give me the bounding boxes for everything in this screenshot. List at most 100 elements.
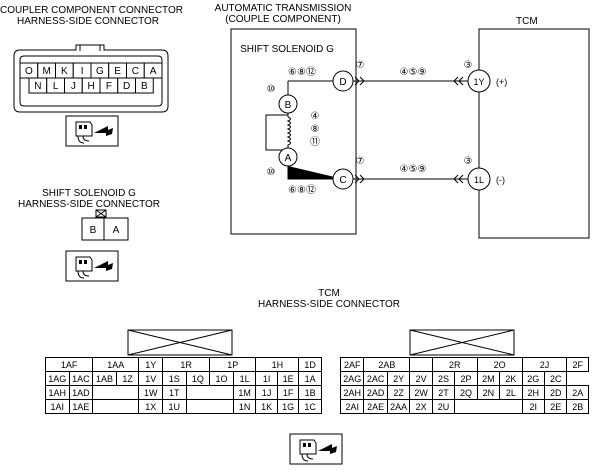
blank-cell (567, 372, 589, 386)
pin-cell: 1Q (185, 371, 211, 386)
circ-coil-2: ⑧ (311, 124, 320, 135)
pin-cell: 2AD (363, 385, 388, 400)
pin-cell: 1L (232, 371, 257, 386)
pin-cell: 1G (276, 399, 300, 414)
pin-cell: 1AI (45, 399, 70, 414)
pin-cell: 1AC (68, 371, 94, 386)
shift-solenoid-label: SHIFT SOLENOID G (240, 44, 334, 55)
pin-cell: 2G (521, 371, 546, 386)
circ-top-3: ③ (464, 60, 473, 71)
pin-cell: 1J (255, 385, 278, 400)
schematic (230, 28, 590, 239)
pin-cell: 1P (209, 357, 257, 372)
circ-top-7: ⑦ (356, 60, 365, 71)
coupler-pin-cell (135, 77, 154, 94)
tcm-connector-title-line2: HARNESS-SIDE CONNECTOR (257, 299, 401, 310)
pin-cell: 2W (409, 385, 433, 400)
solenoid-pin-a: A (113, 225, 120, 236)
empty-cell (185, 385, 234, 400)
pin-cell: 2K (499, 371, 523, 386)
pin-cell: 2Y (386, 371, 411, 386)
pin-cell: 2AA (386, 399, 411, 414)
table-row: 2AF 2AB 2R 2O 2J 2F (339, 357, 589, 372)
pin-cell: 1H (255, 357, 300, 372)
pin-cell: 2Z (386, 385, 411, 400)
solenoid-connector (81, 209, 129, 241)
polarity-plus: (+) (496, 77, 507, 87)
empty-cell (92, 385, 140, 400)
pin-cell: 1AF (44, 357, 94, 372)
at-title-line2: (COUPLE COMPONENT) (225, 14, 341, 25)
solenoid-title-line1: SHIFT SOLENOID G (42, 188, 136, 199)
terminal-1y: 1Y (473, 77, 484, 87)
coupler-title-line1: COUPLER COMPONENT CONNECTOR (0, 5, 183, 16)
pin-cell: 1A (298, 371, 322, 386)
pin-cell: 1V (138, 371, 163, 386)
pin-cell: 1C (298, 399, 322, 414)
tcm-connector-right: 2AF 2AB 2R 2O 2J 2F 2AG 2AC 2Y 2V 2S 2P … (339, 357, 589, 414)
table-row: 1AI 1AE 1X 1U 1N 1K 1G 1C (45, 399, 322, 414)
pin-cell: 1Z (115, 371, 140, 386)
coupler-pin-label: G (96, 66, 104, 77)
tcm-connector-title-line1: TCM (318, 288, 340, 299)
circ-top-459: ④⑤⑨ (400, 67, 427, 78)
terminal-d: D (339, 77, 346, 88)
tcm-right-tab (409, 329, 515, 356)
terminal-c: C (339, 175, 346, 186)
pin-cell: 1N (232, 399, 257, 414)
coupler-pin-label: F (106, 81, 112, 92)
pin-cell: 1T (162, 385, 187, 400)
table-row: 1AG 1AC 1AB 1Z 1V 1S 1Q 1O 1L 1I 1E 1A (45, 371, 322, 386)
solenoid-plug-icon (65, 250, 119, 282)
empty-cell (185, 399, 234, 414)
empty-cell (454, 399, 523, 414)
pin-cell: 2AC (363, 371, 388, 386)
tcm-left-tab (127, 329, 233, 356)
pin-cell: 2M (476, 371, 501, 386)
pin-cell: 2AI (339, 399, 365, 414)
terminal-1l: 1L (474, 175, 484, 185)
coupler-title-line2: HARNESS-SIDE CONNECTOR (16, 16, 160, 27)
solenoid-pin-b: B (90, 225, 97, 236)
polarity-minus: (-) (496, 175, 505, 185)
pin-cell: 1Y (138, 357, 163, 372)
table-row: 1AH 1AD 1W 1T 1M 1J 1F 1B (45, 385, 322, 400)
pin-cell: 2N (476, 385, 501, 400)
coupler-pin-label: H (88, 81, 95, 92)
pin-cell: 2AF (339, 357, 365, 372)
solenoid-title-line2: HARNESS-SIDE CONNECTOR (17, 199, 161, 210)
pin-cell: 1AH (45, 385, 70, 400)
coupler-pin-label: B (141, 81, 148, 92)
pin-cell: 1S (162, 371, 187, 386)
coupler-pin-label: M (42, 66, 50, 77)
pin-cell: 1R (161, 357, 211, 372)
pin-cell: 2L (499, 385, 523, 400)
pin-cell: 1AG (45, 371, 70, 386)
at-title-line1: AUTOMATIC TRANSMISSION (214, 3, 352, 14)
tcm-connector-left: 1AF 1AA 1Y 1R 1P 1H 1D 1AG 1AC 1AB 1Z 1V… (44, 357, 322, 414)
tcm-box (478, 28, 590, 239)
pin-cell: 2J (521, 357, 568, 372)
pin-cell: 2S (431, 371, 456, 386)
pin-cell: 1E (276, 371, 300, 386)
coupler-pin-label: A (150, 66, 157, 77)
tcm-connector-title: TCM HARNESS-SIDE CONNECTOR (229, 288, 429, 310)
pin-cell: 1AB (92, 371, 117, 386)
pin-cell: 1M (232, 385, 257, 400)
coupler-pin-label: I (81, 66, 84, 77)
pin-cell: 1AA (92, 357, 140, 372)
empty-cell (92, 399, 140, 414)
table-row: 2AG 2AC 2Y 2V 2S 2P 2M 2K 2G 2C (339, 371, 589, 386)
pin-cell: 1AE (68, 399, 94, 414)
empty-cell (409, 357, 433, 372)
pin-cell: 2Q (454, 385, 478, 400)
pin-cell: 2AE (363, 399, 388, 414)
coupler-pin-label: C (132, 66, 139, 77)
table-row: 1AF 1AA 1Y 1R 1P 1H 1D (44, 357, 322, 372)
circ-c: ⑥⑧⑫ (288, 184, 316, 196)
circ-coil-3: ⑪ (310, 136, 320, 148)
coupler-pin-label: E (114, 66, 121, 77)
pin-cell: 1O (209, 371, 234, 386)
